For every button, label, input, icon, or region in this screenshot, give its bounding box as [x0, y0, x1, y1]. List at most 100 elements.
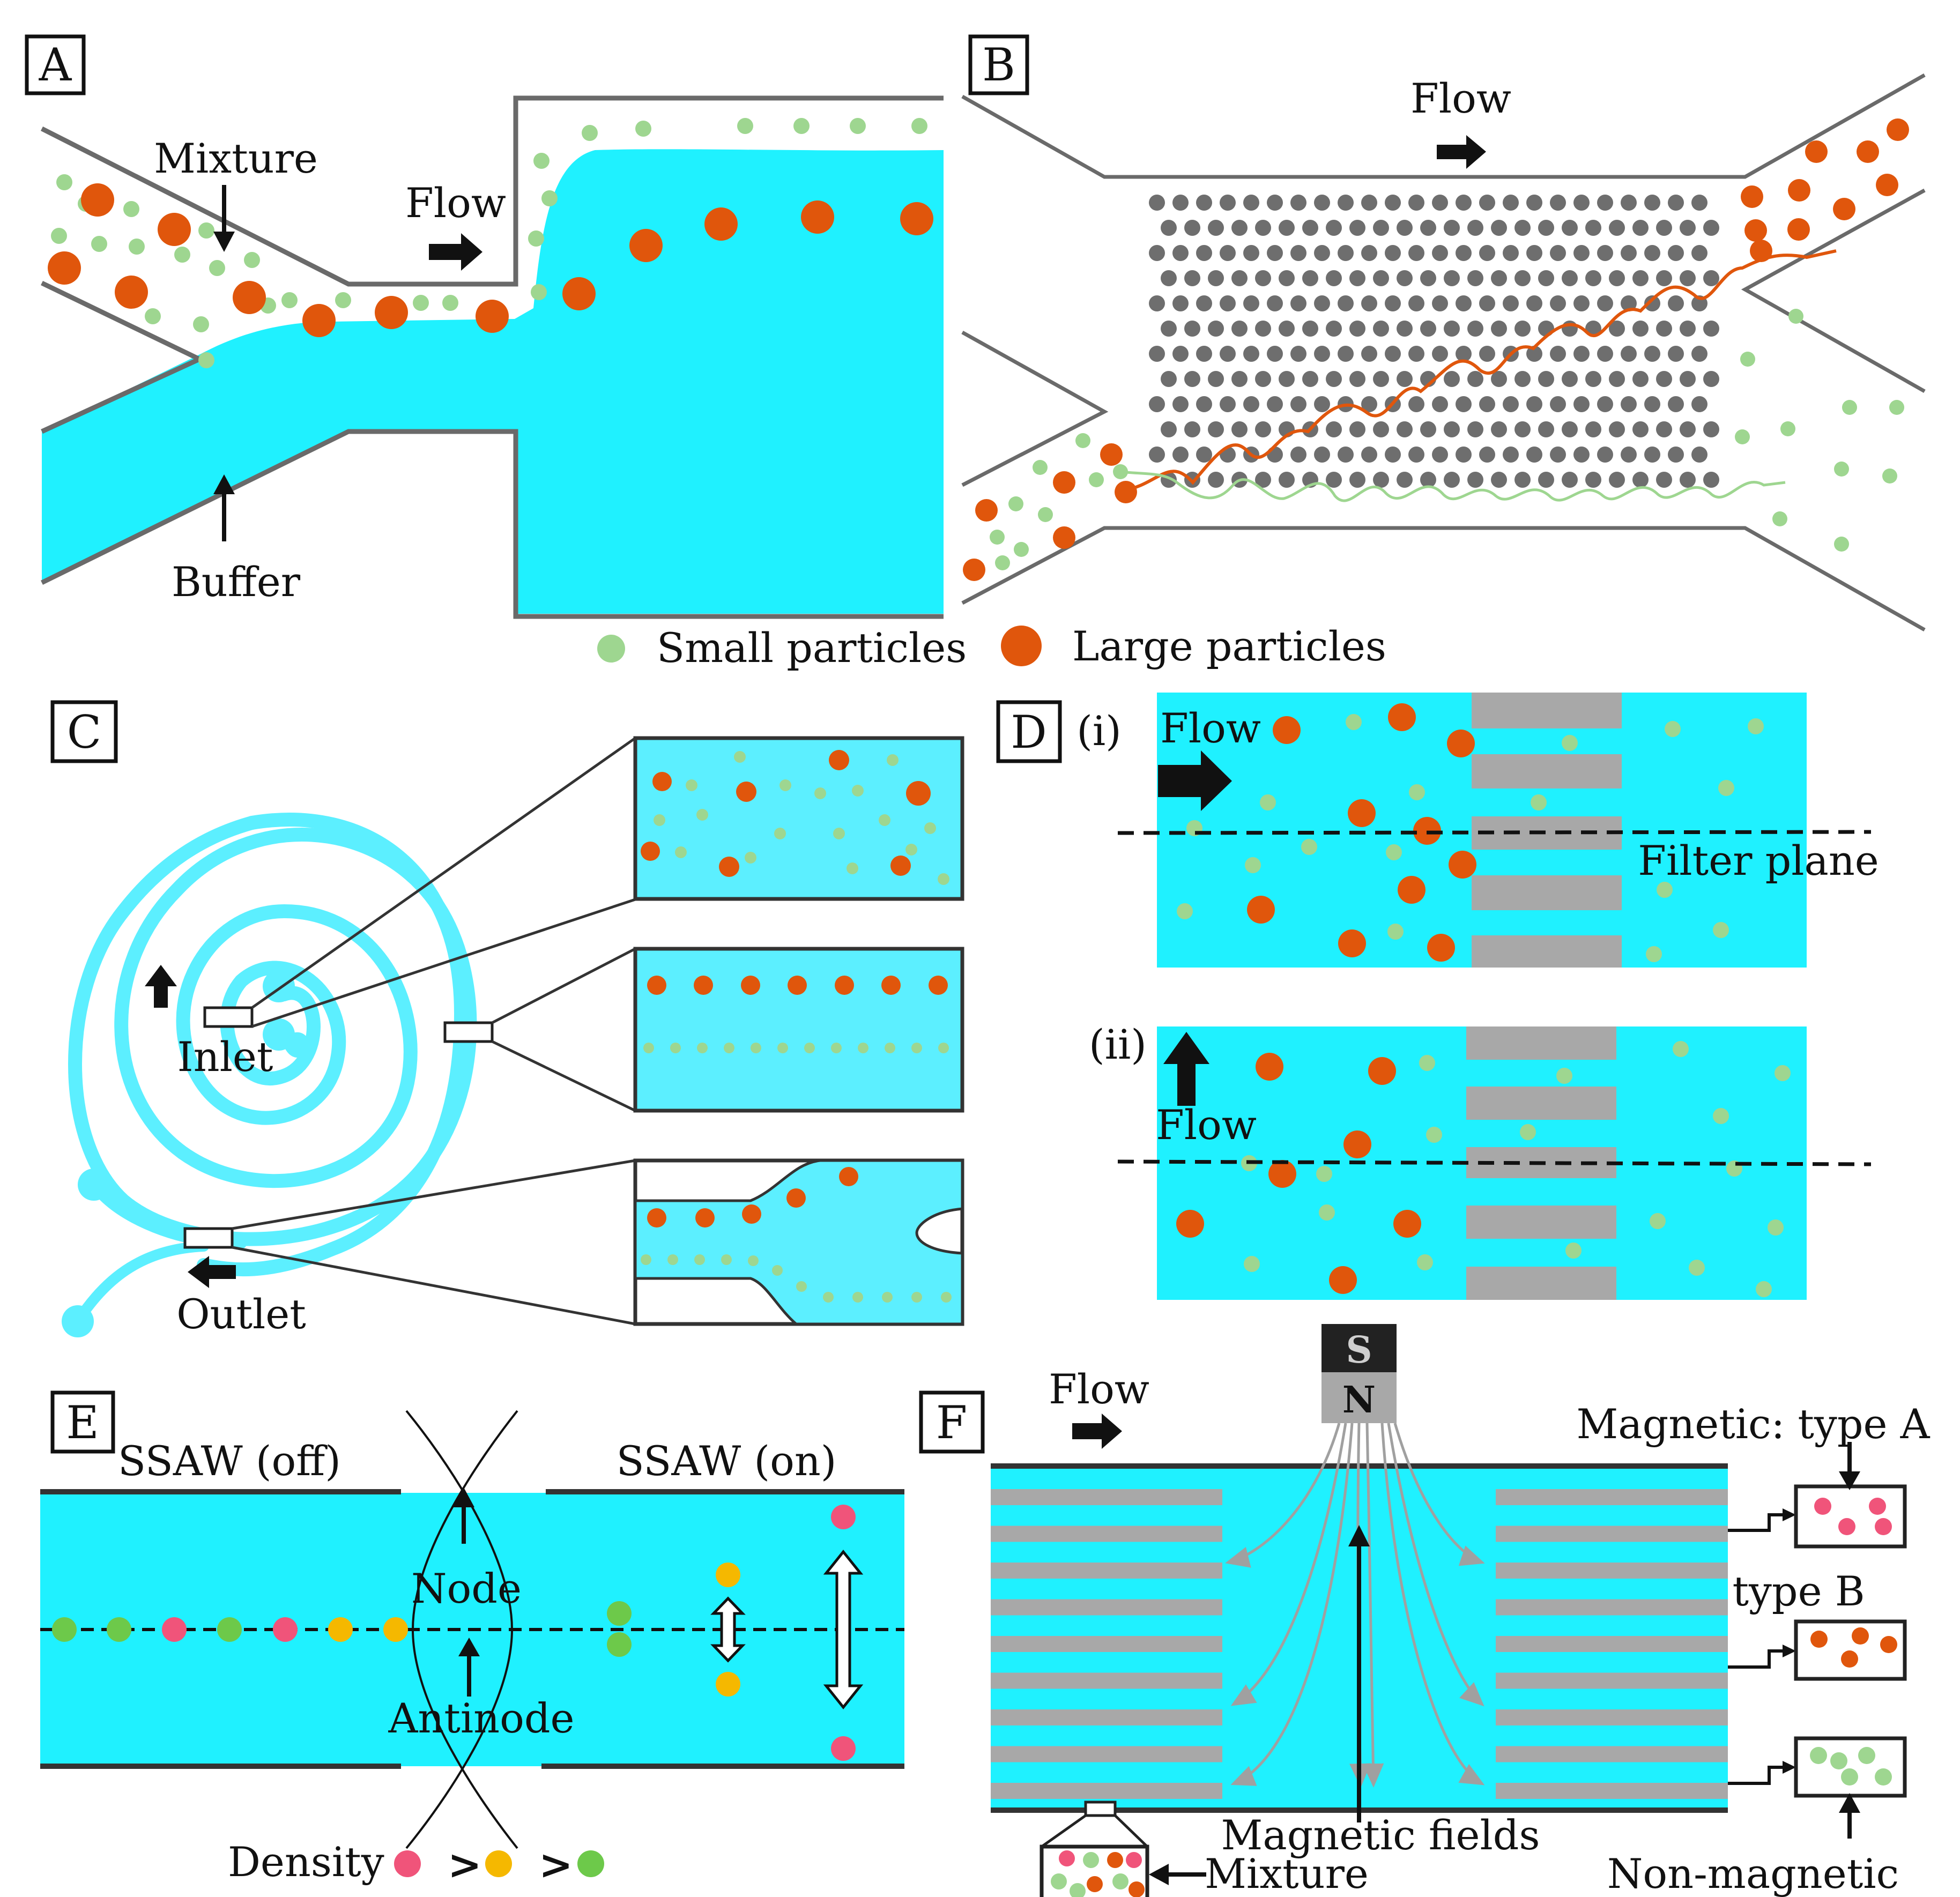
- pillar: [1573, 396, 1590, 412]
- pillar: [1408, 245, 1424, 261]
- pillar: [1691, 396, 1707, 412]
- pillar: [1373, 321, 1389, 337]
- pillar: [1196, 295, 1212, 311]
- panel-f-label: F: [936, 1396, 967, 1449]
- pillar: [1161, 371, 1177, 387]
- pillar: [1456, 195, 1472, 211]
- pillar: [1208, 371, 1224, 387]
- panel-a-label-box: [25, 34, 86, 95]
- mixture-inlet-marker: [1084, 1801, 1117, 1817]
- density-yellow-swatch: [485, 1850, 512, 1877]
- pillar: [1644, 447, 1660, 463]
- pillar-array: [1149, 195, 1719, 488]
- pillar: [1220, 346, 1236, 362]
- ssaw-off-label: SSAW (off): [118, 1437, 341, 1485]
- magnetic-strip: [1496, 1709, 1728, 1725]
- pillar: [1196, 447, 1212, 463]
- pillar: [1668, 245, 1684, 261]
- arrow-up-icon: [145, 965, 177, 1008]
- pillar: [1267, 396, 1283, 412]
- pillar: [1220, 295, 1236, 311]
- arrow-down-icon: [213, 185, 235, 252]
- pillar: [1361, 195, 1377, 211]
- antinode-arrow-icon: [458, 1638, 480, 1697]
- type-b-particles: [1810, 1627, 1897, 1668]
- pillar: [1172, 396, 1189, 412]
- pillar: [1373, 421, 1389, 437]
- magnetic-strip: [991, 1709, 1222, 1725]
- magnet-s-label: S: [1346, 1329, 1372, 1372]
- pillar: [1491, 220, 1507, 236]
- pillar: [1243, 346, 1259, 362]
- panel-c-label-box: [50, 700, 118, 763]
- magnetic-strip: [991, 1563, 1222, 1579]
- pillar: [1479, 195, 1495, 211]
- panel-f: F S N Flow: [919, 1324, 1931, 1897]
- flow-label-a: Flow: [405, 179, 506, 227]
- pillar: [1243, 195, 1259, 211]
- pillar: [1573, 195, 1590, 211]
- pillar: [1538, 321, 1554, 337]
- pillar: [1149, 346, 1165, 362]
- pillar: [1467, 472, 1483, 488]
- panel-b-label-box: [968, 34, 1029, 95]
- pillar: [1573, 346, 1590, 362]
- pillar: [1373, 371, 1389, 387]
- pillar: [1314, 195, 1330, 211]
- connector-heads: [1783, 1508, 1796, 1774]
- magnetic-strip: [991, 1526, 1222, 1542]
- pillar: [1290, 195, 1306, 211]
- pillar: [1279, 220, 1295, 236]
- pillar: [1220, 396, 1236, 412]
- panel-b-walls: [961, 73, 1926, 632]
- panel-b: B Flow: [961, 34, 1926, 632]
- pillar: [1668, 447, 1684, 463]
- pillar: [1349, 371, 1365, 387]
- pillar: [1491, 371, 1507, 387]
- pillar: [1172, 295, 1189, 311]
- filter-plane-line-ii: [1117, 1159, 1872, 1166]
- panel-d-label-box: [996, 700, 1062, 763]
- zoom-projection-lines: [232, 737, 636, 1326]
- magnetic-strip: [991, 1599, 1222, 1616]
- pillar: [1703, 421, 1719, 437]
- pillar: [1491, 421, 1507, 437]
- pillar: [1397, 220, 1413, 236]
- pillar: [1680, 371, 1696, 387]
- ssaw-on-label: SSAW (on): [617, 1437, 837, 1485]
- pillar: [1432, 295, 1448, 311]
- pillar: [1172, 245, 1189, 261]
- pillar: [1231, 421, 1248, 437]
- pillar: [1149, 447, 1165, 463]
- filter-bars-i: [1472, 693, 1622, 968]
- pillar: [1550, 346, 1566, 362]
- magnetic-type-a-label: Magnetic: type A: [1576, 1400, 1930, 1448]
- pillar: [1397, 270, 1413, 286]
- d-i-large-particles: [1247, 703, 1476, 962]
- density-label: Density: [228, 1838, 384, 1886]
- pillar: [1656, 421, 1672, 437]
- arrow-right-icon: [429, 233, 482, 271]
- pillar: [1385, 447, 1401, 463]
- filter-plane-line-i: [1117, 830, 1872, 835]
- magnetic-strips: [991, 1489, 1728, 1799]
- magnetic-strip: [991, 1672, 1222, 1689]
- pillar: [1420, 220, 1436, 236]
- pillar: [1290, 295, 1306, 311]
- zoom-middle-view: [633, 947, 964, 1113]
- pillar: [1385, 245, 1401, 261]
- pillar: [1314, 447, 1330, 463]
- pillar: [1609, 321, 1625, 337]
- pillar: [1385, 346, 1401, 362]
- greater-than-2: >: [539, 1841, 573, 1888]
- pillar: [1444, 321, 1460, 337]
- pillar: [1208, 270, 1224, 286]
- pillar: [1349, 472, 1365, 488]
- pillar: [1691, 346, 1707, 362]
- panel-a-label: A: [39, 39, 72, 91]
- pillar: [1680, 472, 1696, 488]
- pillar: [1397, 321, 1413, 337]
- pillar: [1361, 447, 1377, 463]
- pillar: [1703, 321, 1719, 337]
